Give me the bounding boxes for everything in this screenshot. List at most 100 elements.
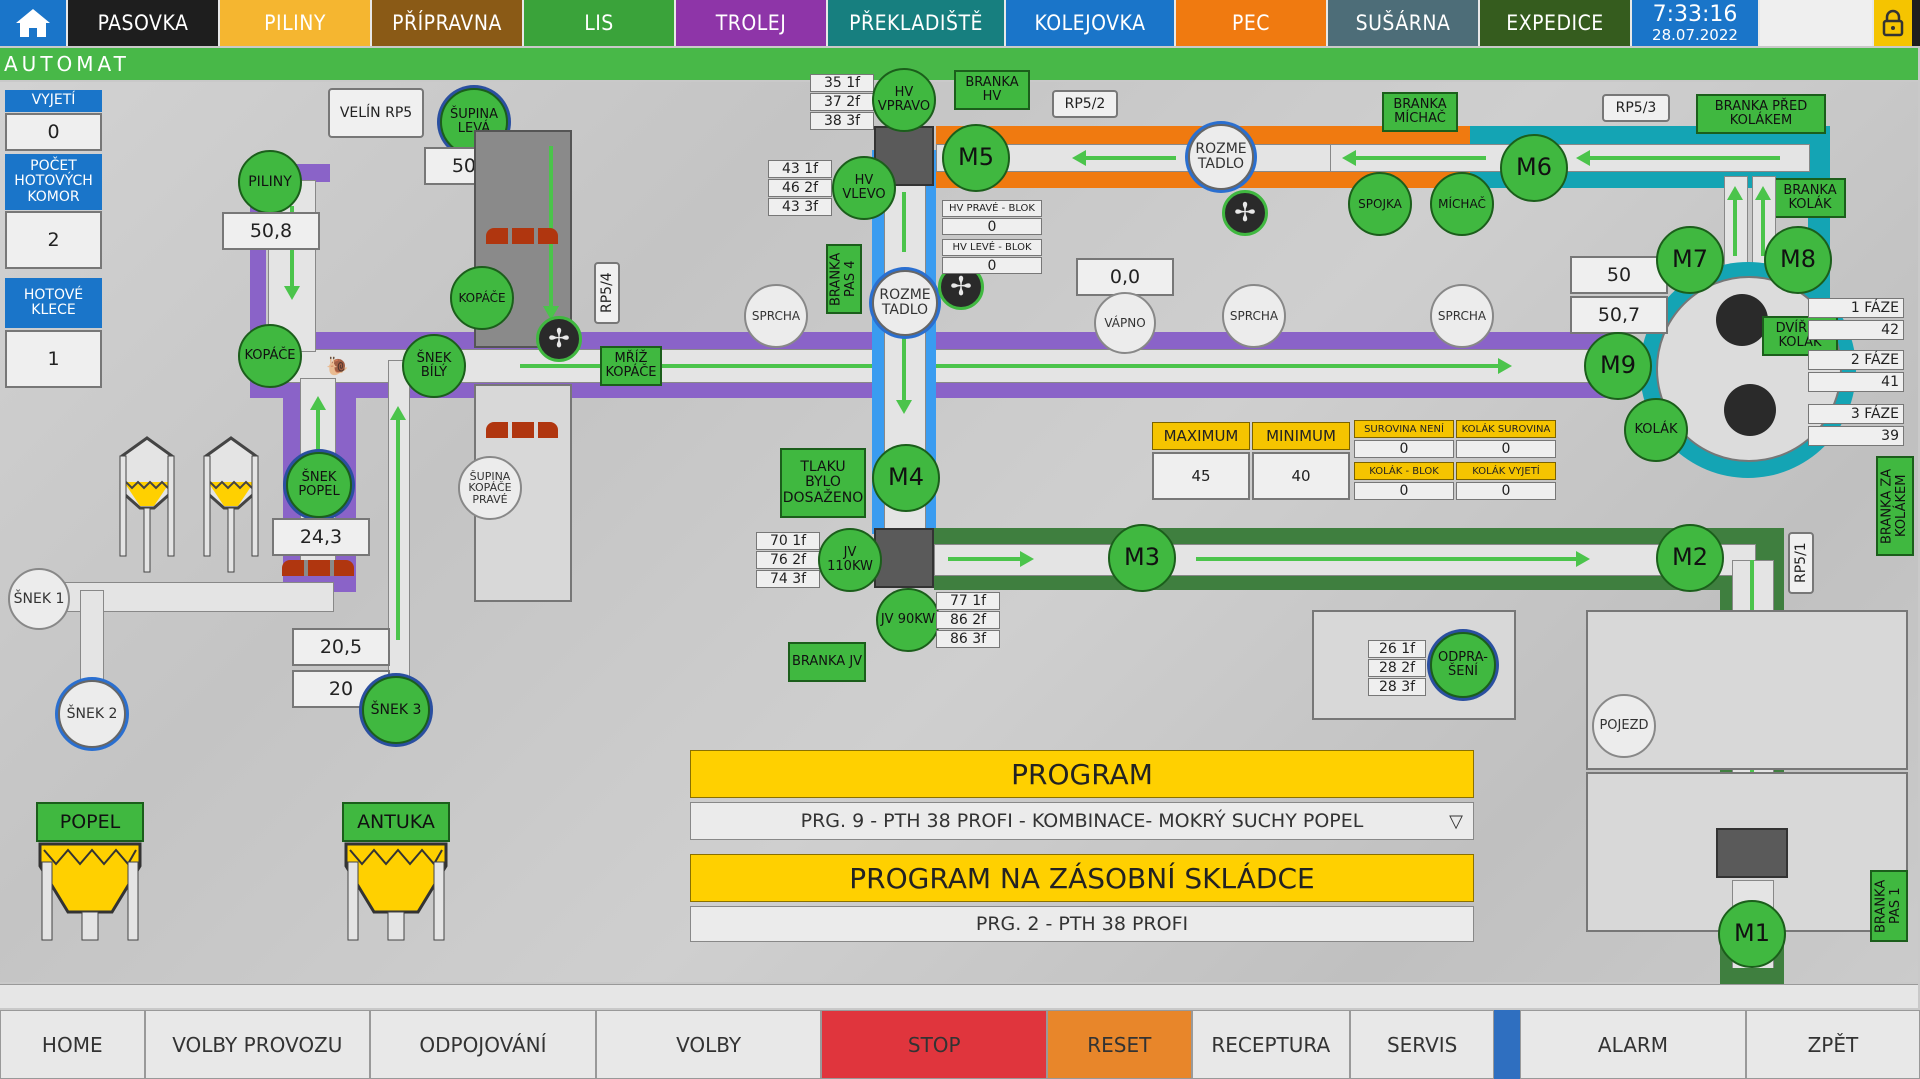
m9-motor[interactable]: M9 <box>1584 332 1652 400</box>
tab-lis[interactable]: LIS <box>524 0 676 46</box>
hv-leve-blok-value: 0 <box>942 257 1042 274</box>
branka-michac-label[interactable]: BRANKA MÍCHAČ <box>1382 92 1458 132</box>
kolak-vyjeti-value: 0 <box>1456 482 1556 500</box>
odprasovani-motor[interactable]: ODPRA-ŠENÍ <box>1430 632 1496 698</box>
program-title: PROGRAM <box>690 750 1474 798</box>
mriz-kopace-label[interactable]: MŘÍŽ KOPÁČE <box>600 346 662 386</box>
flow-arrow <box>316 410 320 450</box>
flow-arrow <box>948 557 1020 561</box>
alarm-button[interactable]: ALARM <box>1520 1010 1746 1079</box>
snek-popel-value: 24,3 <box>272 518 370 556</box>
rozmetadlo-2[interactable]: ROZME TADLO <box>1188 124 1254 190</box>
odpojovani-button[interactable]: ODPOJOVÁNÍ <box>370 1010 596 1079</box>
program-select[interactable]: PRG. 9 - PTH 38 PROFI - KOMBINACE- MOKRÝ… <box>690 802 1474 840</box>
tab-trolej[interactable]: TROLEJ <box>676 0 828 46</box>
tab-pec[interactable]: PEC <box>1176 0 1328 46</box>
clock: 7:33:16 28.07.2022 <box>1632 0 1760 46</box>
minimum-label: MINIMUM <box>1252 422 1350 450</box>
jv110-faze-3: 74 3f <box>756 570 820 588</box>
faze-1-label: 1 FÁZE <box>1808 298 1904 318</box>
snek2-motor[interactable]: ŠNEK 2 <box>58 680 126 748</box>
brick-stack <box>486 228 558 244</box>
m7-motor[interactable]: M7 <box>1656 226 1724 294</box>
home-tab[interactable] <box>0 0 68 46</box>
tab-piliny[interactable]: PILINY <box>220 0 372 46</box>
tab-prekladiste[interactable]: PŘEKLADIŠTĚ <box>828 0 1006 46</box>
silo-icon <box>203 436 259 573</box>
volby-button[interactable]: VOLBY <box>595 1010 822 1079</box>
m5-motor[interactable]: M5 <box>942 124 1010 192</box>
clock-date: 28.07.2022 <box>1652 25 1738 44</box>
branka-za-kolakem-label[interactable]: BRANKA ZA KOLÁKEM <box>1876 456 1914 556</box>
brick-stack <box>282 560 354 576</box>
chevron-down-icon: ▽ <box>1449 811 1463 832</box>
tab-expedice[interactable]: EXPEDICE <box>1480 0 1632 46</box>
snek-popel-motor[interactable]: ŠNEK POPEL <box>286 452 352 518</box>
velin-rp5: VELÍN RP5 <box>328 88 424 138</box>
m6-motor[interactable]: M6 <box>1500 134 1568 202</box>
fan-icon[interactable]: ✢ <box>536 316 582 362</box>
sprcha-3[interactable]: SPRCHA <box>1430 284 1494 348</box>
branka-jv-label[interactable]: BRANKA JV <box>788 642 866 682</box>
michac-motor[interactable]: MÍCHAČ <box>1430 172 1494 236</box>
zasobni-program-value[interactable]: PRG. 2 - PTH 38 PROFI <box>690 906 1474 942</box>
fan-icon[interactable]: ✢ <box>1222 190 1268 236</box>
flow-arrowhead <box>1576 551 1590 567</box>
hv-vlevo-motor[interactable]: HV VLEVO <box>832 156 896 220</box>
tab-susarna[interactable]: SUŠÁRNA <box>1328 0 1480 46</box>
tab-pripravna[interactable]: PŘÍPRAVNA <box>372 0 524 46</box>
m1-motor[interactable]: M1 <box>1718 900 1786 968</box>
maximum-value[interactable]: 45 <box>1152 452 1250 500</box>
faze-1-value: 42 <box>1808 320 1904 340</box>
bottom-toolbar: HOME VOLBY PROVOZU ODPOJOVÁNÍ VOLBY STOP… <box>0 1010 1920 1079</box>
m4-motor[interactable]: M4 <box>872 444 940 512</box>
sprcha-1[interactable]: SPRCHA <box>744 284 808 348</box>
m8-motor[interactable]: M8 <box>1764 226 1832 294</box>
vapno-dosing[interactable]: VÁPNO <box>1094 292 1156 354</box>
jv110-motor[interactable]: JV 110KW <box>818 528 882 592</box>
kopace-left-motor[interactable]: KOPÁČE <box>238 324 302 388</box>
branka-kolak-label[interactable]: BRANKA KOLÁK <box>1774 178 1846 218</box>
servis-button[interactable]: SERVIS <box>1349 1010 1495 1079</box>
home-button[interactable]: HOME <box>0 1010 145 1079</box>
branka-pred-kolakem-label[interactable]: BRANKA PŘED KOLÁKEM <box>1696 94 1826 134</box>
jv90-motor[interactable]: JV 90KW <box>876 588 940 652</box>
snek1-motor[interactable]: ŠNEK 1 <box>8 568 70 630</box>
tab-kolejovka[interactable]: KOLEJOVKA <box>1006 0 1176 46</box>
volby-provozu-button[interactable]: VOLBY PROVOZU <box>144 1010 371 1079</box>
receptura-button[interactable]: RECEPTURA <box>1191 1010 1350 1079</box>
kolak-motor[interactable]: KOLÁK <box>1624 398 1688 462</box>
hv-vpravo-faze-2: 37 2f <box>810 93 874 111</box>
sprcha-2[interactable]: SPRCHA <box>1222 284 1286 348</box>
antuka-hopper-icon <box>344 842 448 941</box>
lock-button[interactable] <box>1874 0 1912 46</box>
branka-pas1-label[interactable]: BRANKA PAS 1 <box>1870 870 1908 942</box>
tab-pasovka[interactable]: PASOVKA <box>68 0 220 46</box>
hv-vpravo-motor[interactable]: HV VPRAVO <box>872 68 936 132</box>
zpet-button[interactable]: ZPĚT <box>1745 1010 1920 1079</box>
branka-pas4-label[interactable]: BRANKA PAS 4 <box>826 244 862 314</box>
flow-arrowhead <box>1498 358 1512 374</box>
brick-stack <box>486 422 558 438</box>
pojezd-motor[interactable]: POJEZD <box>1592 694 1656 758</box>
popel-label: POPEL <box>36 802 144 842</box>
minimum-value[interactable]: 40 <box>1252 452 1350 500</box>
m2-motor[interactable]: M2 <box>1656 524 1724 592</box>
m3-motor[interactable]: M3 <box>1108 524 1176 592</box>
reset-button[interactable]: RESET <box>1047 1010 1192 1079</box>
stop-button[interactable]: STOP <box>821 1010 1048 1079</box>
kolak-vyjeti-label: KOLÁK VYJETÍ <box>1456 462 1556 480</box>
snek3-motor[interactable]: ŠNEK 3 <box>362 676 430 744</box>
flow-arrowhead <box>1576 150 1590 166</box>
branka-hv-label[interactable]: BRANKA HV <box>954 70 1030 110</box>
kopace-motor[interactable]: KOPÁČE <box>450 266 514 330</box>
supina-kopace-prave-motor[interactable]: ŠUPINA KOPÁČE PRAVÉ <box>458 456 522 520</box>
rozmetadlo-1[interactable]: ROZME TADLO <box>872 270 938 336</box>
spojka-motor[interactable]: SPOJKA <box>1348 172 1412 236</box>
snek-bily-motor[interactable]: ŠNEK BÍLÝ <box>402 334 466 398</box>
piliny-motor[interactable]: PILINY <box>238 150 302 214</box>
antuka-label: ANTUKA <box>342 802 450 842</box>
flow-arrowhead <box>1342 150 1356 166</box>
odpr-faze-3: 28 3f <box>1368 678 1426 696</box>
jv110-faze-2: 76 2f <box>756 551 820 569</box>
